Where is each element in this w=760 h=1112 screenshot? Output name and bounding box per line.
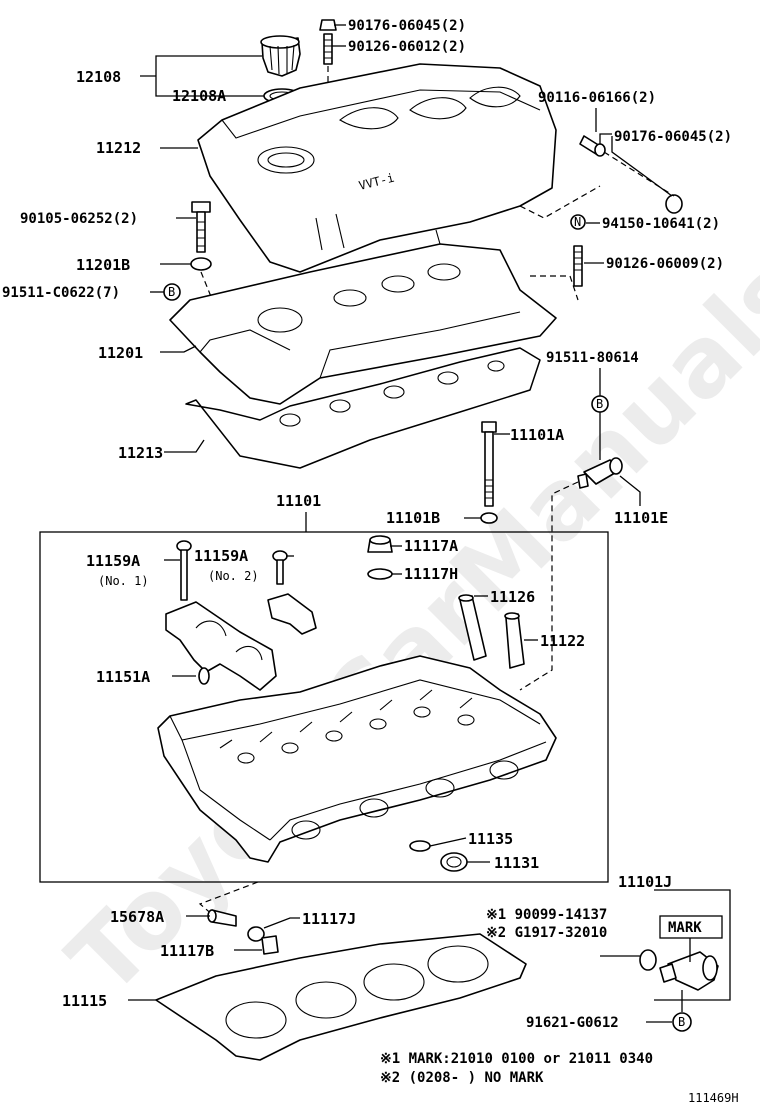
label-11159A-no1-note: (No. 1) (98, 574, 149, 588)
label-11131: 11131 (494, 854, 539, 872)
label-11122: 11122 (540, 632, 585, 650)
bearing-cap-bolt-no2 (272, 550, 288, 585)
subassembly-box (39, 531, 609, 883)
label-11101E: 11101E (614, 509, 668, 527)
right-nut (665, 194, 683, 214)
oil-union (207, 909, 237, 927)
head-gasket (155, 933, 527, 1061)
label-11117J: 11117J (302, 910, 356, 928)
cover-bolt (191, 201, 211, 253)
label-94150-10641: 94150-10641(2) (602, 216, 720, 232)
label-11135: 11135 (468, 830, 513, 848)
head-bolt (481, 421, 497, 507)
label-11213: 11213 (118, 444, 163, 462)
label-11101: 11101 (276, 492, 321, 510)
label-11117A: 11117A (404, 537, 458, 555)
svg-text:B: B (678, 1015, 685, 1029)
label-11212: 11212 (96, 139, 141, 157)
cylinder-head (157, 655, 557, 863)
grommet-n-callout: N (570, 214, 586, 230)
mark-box (659, 915, 723, 939)
o-ring-small (198, 667, 210, 685)
head-bolt-washer (480, 512, 498, 524)
label-11201: 11201 (98, 344, 143, 362)
right-bolt (579, 135, 606, 157)
svg-text:N: N (574, 215, 581, 229)
label-11159A-no2-note: (No. 2) (208, 569, 259, 583)
label-11101B: 11101B (386, 509, 440, 527)
label-91511-C0622: 91511-C0622(7) (2, 285, 120, 301)
bearing-cap-bolt-no1 (176, 540, 192, 601)
sensor-11101J (659, 951, 719, 991)
label-11115: 11115 (62, 992, 107, 1010)
b-callout-right: B (591, 395, 609, 413)
label-11101A: 11101A (510, 426, 564, 444)
label-11201B: 11201B (76, 256, 130, 274)
top-stud (323, 33, 333, 65)
cam-sensor (577, 457, 623, 489)
label-90126-06009: 90126-06009(2) (606, 256, 724, 272)
bearing-cap-no2 (267, 593, 317, 635)
oil-filler-cap (260, 35, 301, 77)
plug-gasket (367, 568, 393, 580)
b-callout-bottom: B (672, 1012, 692, 1032)
label-note1-part: ※1 90099-14137 (486, 907, 607, 923)
label-11117B: 11117B (160, 942, 214, 960)
oil-seal (440, 852, 468, 872)
union-plug (261, 935, 279, 955)
label-91511-80614: 91511-80614 (546, 350, 639, 366)
union-gasket (247, 926, 265, 942)
valve-guide-11126 (458, 594, 487, 661)
label-11126: 11126 (490, 588, 535, 606)
valve-guide-11122 (504, 612, 525, 669)
figure-id: 111469H (688, 1091, 739, 1105)
label-91621-G0612: 91621-G0612 (526, 1015, 619, 1031)
head-cover-gasket (185, 347, 541, 469)
label-11117H: 11117H (404, 565, 458, 583)
label-mark: MARK (668, 920, 702, 936)
label-note2-part: ※2 G1917-32010 (486, 925, 607, 941)
footnote-1: ※1 MARK:21010 0100 or 21011 0340 (380, 1051, 653, 1067)
label-90126-06012: 90126-06012(2) (348, 39, 466, 55)
label-12108A: 12108A (172, 87, 226, 105)
label-11159A-no2: 11159A (194, 547, 248, 565)
label-11151A: 11151A (96, 668, 150, 686)
label-90176-06045-top: 90176-06045(2) (348, 18, 466, 34)
svg-text:B: B (168, 285, 175, 299)
o-ring-sensor (639, 949, 657, 971)
plug (367, 535, 393, 553)
b-callout-left: B (163, 283, 181, 301)
label-15678A: 15678A (110, 908, 164, 926)
label-11101J: 11101J (618, 873, 672, 891)
label-11159A-no1: 11159A (86, 552, 140, 570)
bearing-cap-no1 (165, 601, 277, 691)
footnote-2: ※2 (0208- ) NO MARK (380, 1070, 544, 1086)
cylinder-head-cover (169, 243, 557, 405)
cover-grommet (190, 257, 212, 271)
label-12108: 12108 (76, 68, 121, 86)
label-90176-06045-right: 90176-06045(2) (614, 129, 732, 145)
seal-ring (409, 840, 431, 852)
top-nut (319, 19, 337, 31)
right-stud (573, 245, 583, 287)
label-90116-06166: 90116-06166(2) (538, 90, 656, 106)
svg-text:B: B (596, 397, 603, 411)
label-90105-06252: 90105-06252(2) (20, 211, 138, 227)
engine-cover: VVT-i (197, 63, 557, 273)
